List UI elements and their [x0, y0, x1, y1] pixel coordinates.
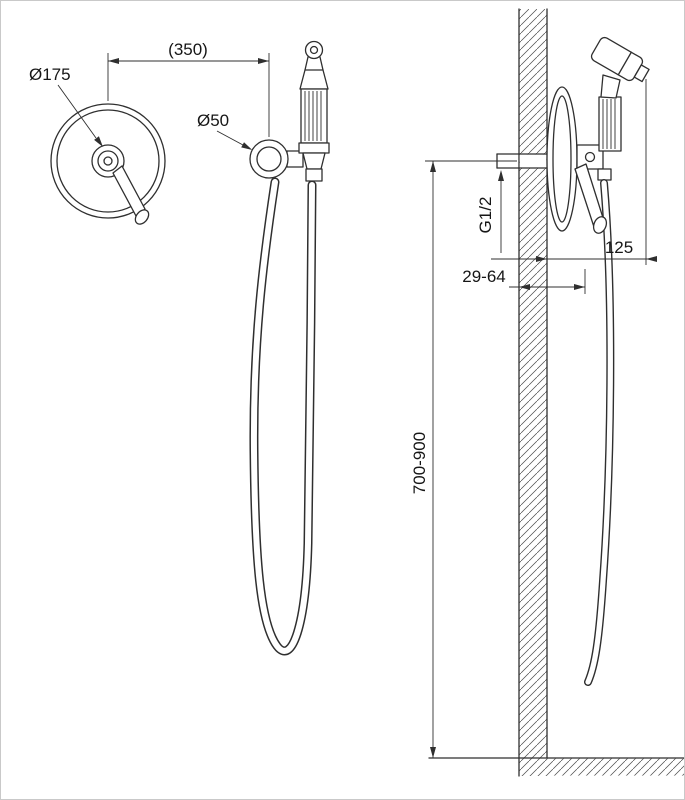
holder-inner-ring — [256, 146, 282, 172]
supply-pipe — [496, 153, 548, 169]
dim-embed-depth: 29-64 — [462, 267, 586, 294]
dim-center-distance: (350) — [107, 40, 270, 137]
escutcheon-outer — [546, 86, 578, 232]
pipe-wall-mask — [519, 154, 547, 168]
mixer-lever — [112, 165, 146, 217]
front-view-hose — [249, 177, 317, 656]
label-embed-depth: 29-64 — [462, 267, 505, 286]
hose-side-core — [585, 180, 613, 685]
leader-arrow — [241, 142, 253, 150]
plate-inner-circle — [56, 109, 160, 213]
holder-outer-ring — [249, 139, 289, 179]
dim-holder-diameter: Ø50 — [197, 111, 253, 150]
dim-arrow-right — [646, 256, 657, 262]
hose-nut — [305, 168, 323, 182]
spray-grip-ribs — [304, 91, 322, 141]
plate-outer-circle — [50, 103, 166, 219]
hose-core — [250, 179, 315, 654]
dim-plate-diameter: Ø175 — [29, 65, 103, 147]
leader-plate-diameter — [57, 84, 97, 139]
label-center-distance: (350) — [168, 40, 208, 59]
front-view-hand-shower — [298, 40, 330, 182]
spray-neck-right — [319, 56, 324, 71]
dim-arrow-bottom — [430, 747, 436, 758]
label-install-height: 700-900 — [410, 432, 429, 494]
dimensions-layer: Ø175 (350) Ø50 G1/2 — [29, 40, 657, 758]
front-view-mixer-plate — [50, 103, 166, 225]
spray-collar — [298, 142, 330, 154]
label-holder-diameter: Ø50 — [197, 111, 229, 130]
hub-mid-circle — [97, 150, 119, 172]
label-connection-thread: G1/2 — [476, 197, 495, 234]
spray-cone-side — [600, 74, 621, 99]
escutcheon-inner — [552, 95, 572, 223]
hub-center-circle — [103, 156, 113, 166]
dim-arrow-left — [108, 58, 119, 64]
holder-bracket-side — [576, 144, 604, 170]
dim-arrow-top — [430, 161, 436, 172]
floor-hatch — [547, 758, 684, 776]
spray-pivot-center — [309, 45, 319, 55]
thread-arrow — [498, 170, 504, 181]
mixer-lever-knob — [134, 209, 150, 225]
front-view-holder — [249, 139, 304, 179]
dim-wall-offset: 125 — [491, 79, 657, 265]
spray-head-seam — [617, 51, 632, 76]
label-plate-diameter: Ø175 — [29, 65, 71, 84]
dim-arrow-left — [519, 284, 530, 290]
spray-head-tip — [633, 64, 650, 83]
spray-head-side — [590, 36, 650, 83]
spray-grip-side-ribs — [602, 99, 616, 149]
wall-section — [428, 8, 684, 777]
dim-arrow-right — [574, 284, 585, 290]
dim-connection-thread: G1/2 — [476, 170, 504, 253]
spray-cone — [299, 69, 329, 90]
dim-arrow-right — [258, 58, 269, 64]
leader-arrow — [94, 136, 103, 147]
label-wall-offset: 125 — [605, 238, 633, 257]
side-view-fixture — [546, 36, 650, 686]
leader-holder — [216, 130, 244, 146]
hub-outer-circle — [91, 144, 125, 178]
spray-lower-body — [302, 152, 326, 170]
spray-neck-left — [304, 56, 309, 71]
hose-nut-side — [597, 168, 612, 181]
dim-arrow-left — [536, 256, 547, 262]
mixer-lever-side-knob — [592, 216, 608, 234]
spray-pivot — [304, 40, 324, 60]
dim-install-height: 700-900 — [410, 160, 517, 758]
bracket-screw — [584, 151, 596, 163]
wall-hatch — [519, 9, 547, 776]
spray-grip-side — [598, 96, 622, 152]
